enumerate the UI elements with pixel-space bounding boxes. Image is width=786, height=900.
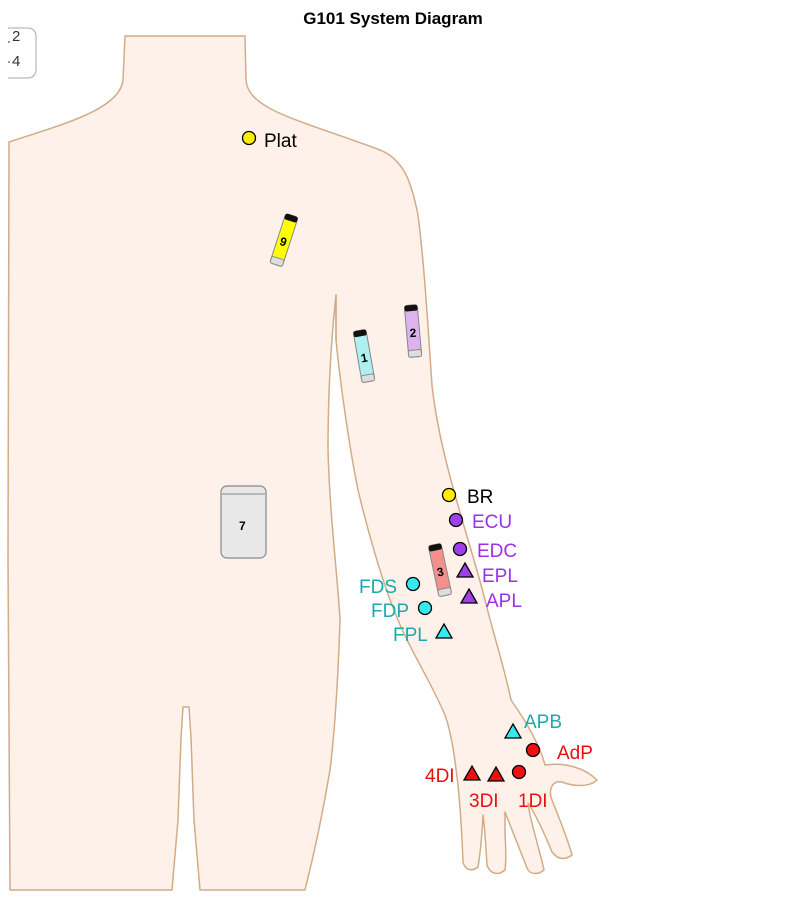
device-2: 2: [404, 304, 423, 358]
site-label-1di: 1DI: [518, 791, 548, 812]
site-marker-fds: [405, 576, 421, 592]
site-labels: Plat BR ECU EDC EPL APL FDS FDP FPL APB …: [264, 131, 593, 812]
site-marker-4di: [462, 764, 482, 781]
site-label-epl: EPL: [482, 566, 518, 587]
device-label: 1: [360, 350, 369, 365]
device-label: 2: [409, 326, 417, 341]
device-label: 9: [278, 234, 289, 249]
site-marker-edc: [452, 541, 468, 557]
site-label-br: BR: [467, 487, 493, 508]
site-marker-apb: [503, 722, 523, 739]
site-marker-plat: [241, 130, 257, 146]
site-marker-apl: [459, 587, 479, 604]
device-9: 9: [269, 213, 298, 267]
device-3: 3: [428, 543, 452, 597]
corner-legend-line1: 2: [12, 28, 20, 45]
device-7-base-station: 7: [220, 485, 267, 559]
site-marker-epl: [455, 561, 475, 578]
site-marker-ecu: [448, 512, 464, 528]
site-label-fds: FDS: [359, 577, 397, 598]
site-marker-3di: [486, 765, 506, 782]
site-marker-br: [441, 487, 457, 503]
site-label-edc: EDC: [477, 541, 517, 562]
site-label-fdp: FDP: [371, 601, 409, 622]
site-label-fpl: FPL: [393, 625, 428, 646]
site-label-3di: 3DI: [469, 791, 499, 812]
site-label-plat: Plat: [264, 131, 297, 152]
diagram-title: G101 System Diagram: [303, 9, 483, 28]
site-label-adp: AdP: [557, 743, 593, 764]
corner-legend: 2 4: [8, 27, 37, 79]
site-marker-fdp: [417, 600, 433, 616]
corner-legend-line2: 4: [12, 53, 20, 70]
site-marker-fpl: [434, 622, 454, 639]
device-label: 3: [436, 564, 446, 579]
device-label: 7: [239, 519, 246, 533]
site-label-4di: 4DI: [425, 766, 455, 787]
site-markers: [241, 130, 541, 782]
site-marker-adp: [525, 742, 541, 758]
site-label-ecu: ECU: [472, 512, 512, 533]
site-label-apl: APL: [486, 591, 522, 612]
body-silhouette: [7, 35, 598, 891]
device-1: 1: [353, 329, 376, 383]
site-label-apb: APB: [524, 712, 562, 733]
site-marker-1di: [511, 764, 527, 780]
